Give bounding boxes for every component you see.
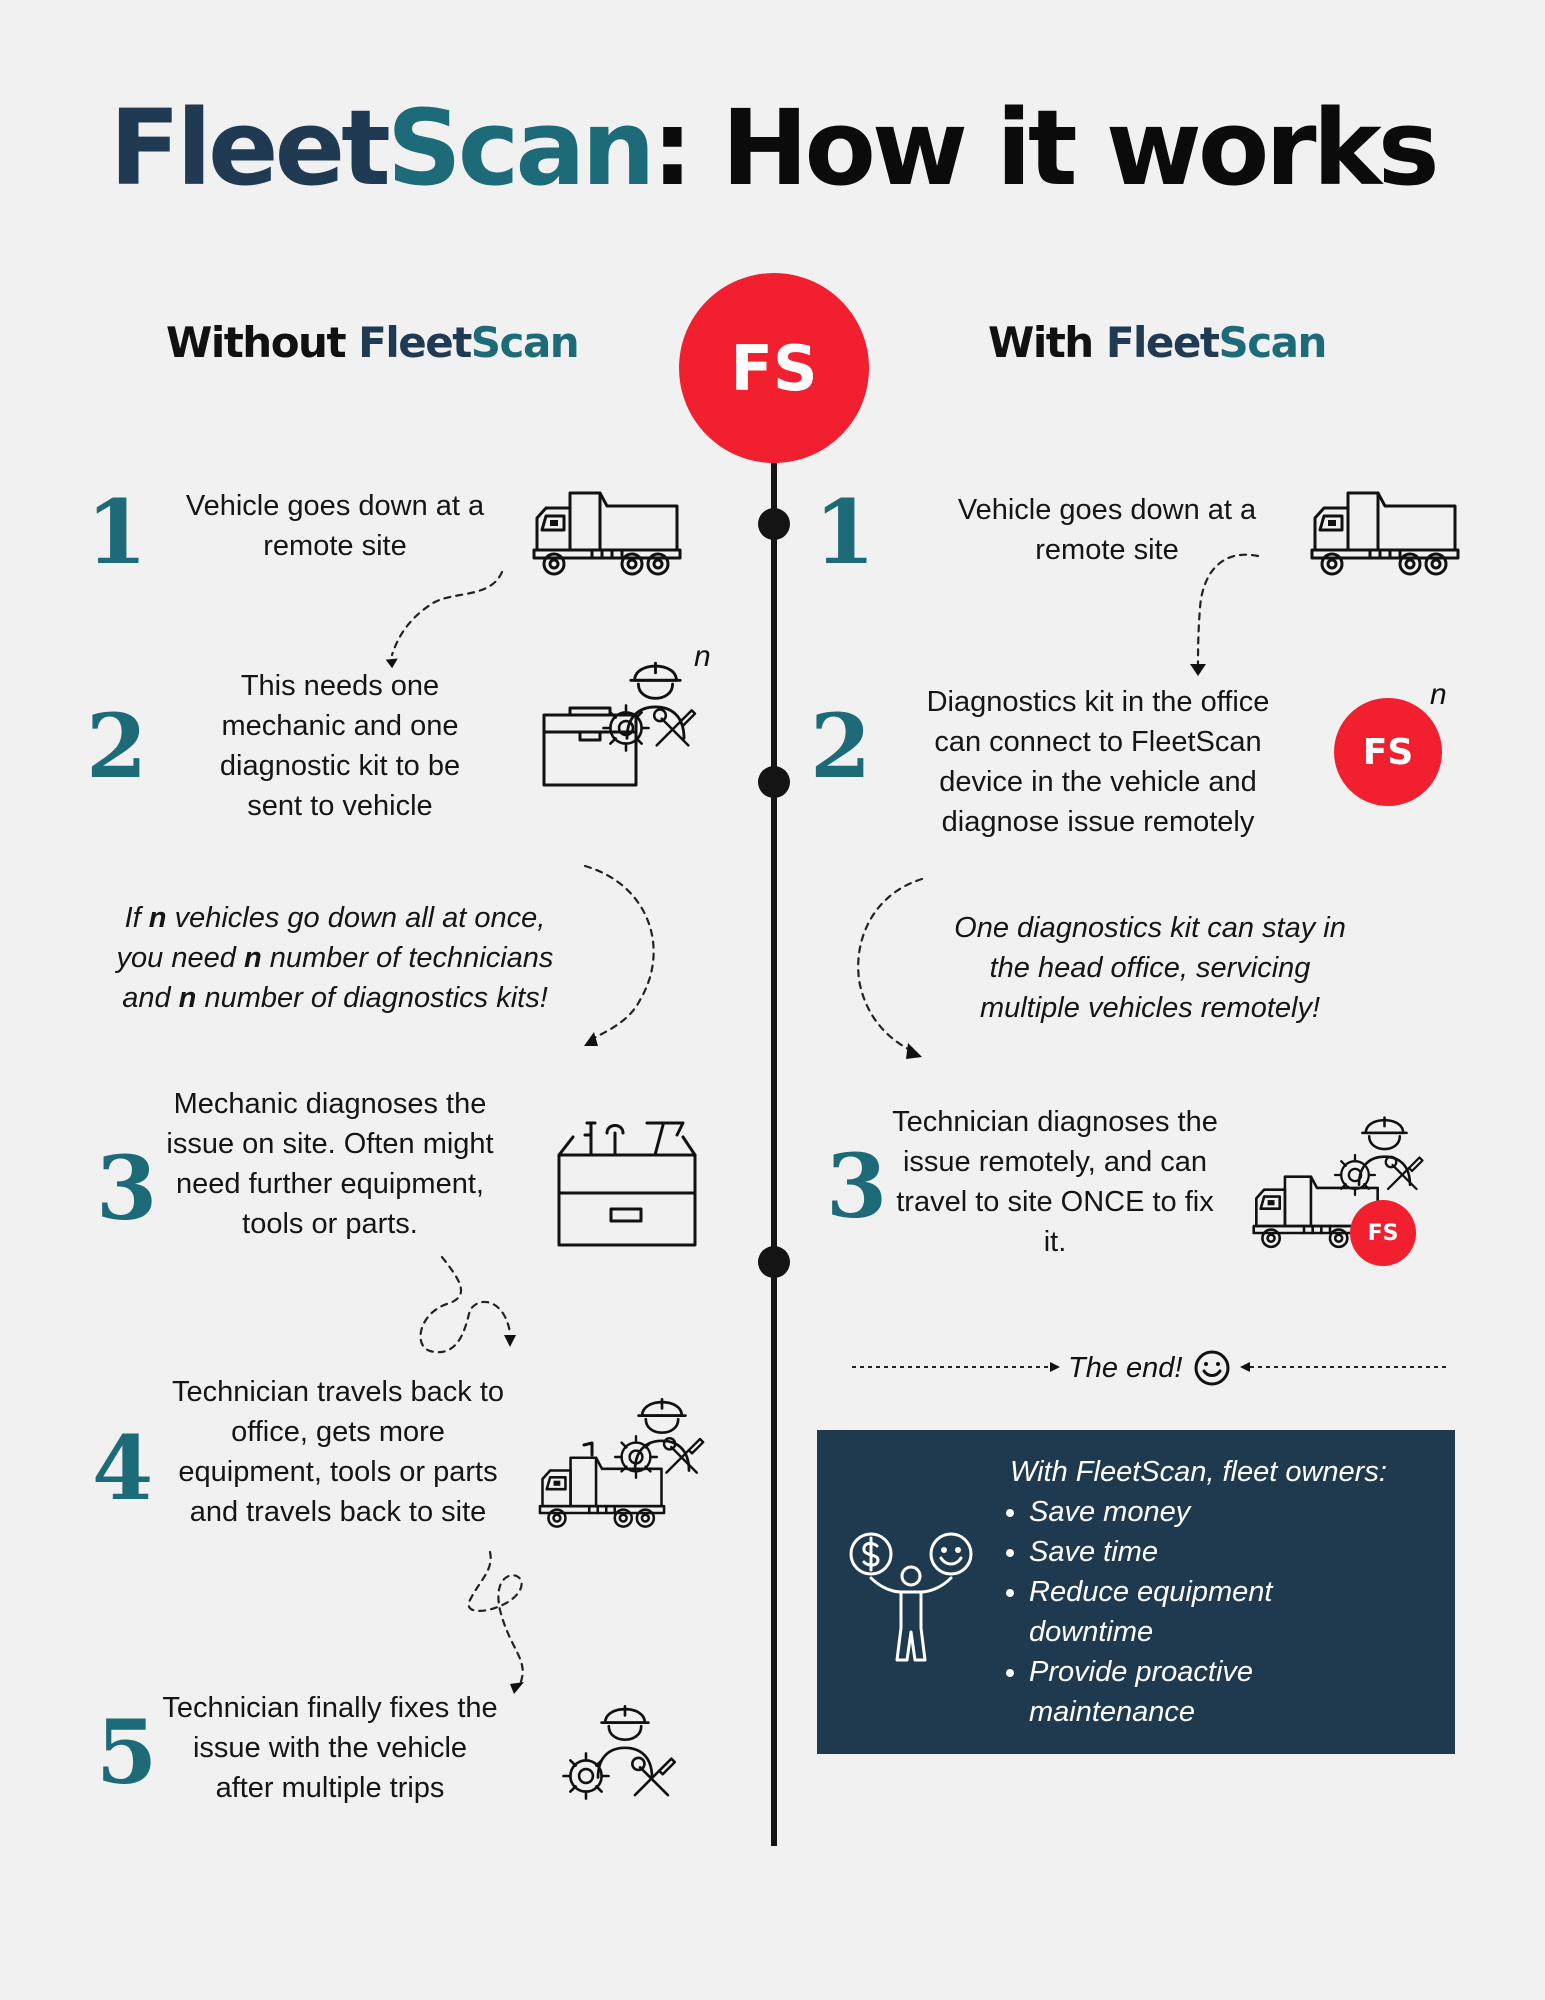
summary-list: Save money Save time Reduce equipment do… bbox=[989, 1492, 1359, 1732]
summary-item: Save money bbox=[1029, 1492, 1359, 1532]
with-header: With FleetScan bbox=[988, 318, 1327, 367]
tow-truck-mechanic-icon bbox=[532, 1385, 717, 1530]
dashed-loop-arrow bbox=[419, 1255, 516, 1354]
step-text: Technician finally fixes the issue with … bbox=[162, 1692, 498, 1804]
fs-badge-icon: FS bbox=[1334, 698, 1442, 806]
step-number: 2 bbox=[810, 694, 872, 798]
step-text: Vehicle goes down at a remote site bbox=[185, 490, 485, 562]
step-number: 3 bbox=[96, 1136, 158, 1240]
without-header-scan: Scan bbox=[470, 318, 580, 367]
step-number: 1 bbox=[86, 480, 148, 584]
mechanic-with-toolbox-icon bbox=[542, 640, 720, 787]
dashed-loop-arrow bbox=[467, 1550, 524, 1694]
page-title: FleetScan: How it works bbox=[0, 96, 1545, 200]
timeline-dot bbox=[758, 766, 790, 798]
note-n: n bbox=[243, 942, 262, 974]
superscript-n: n bbox=[1430, 678, 1447, 711]
step-number: 2 bbox=[86, 694, 148, 798]
step-number: 4 bbox=[92, 1416, 154, 1520]
with-header-scan: Scan bbox=[1218, 318, 1327, 367]
with-header-prefix: With bbox=[988, 318, 1106, 367]
without-header-fleet: Fleet bbox=[358, 318, 472, 367]
summary-box: With FleetScan, fleet owners: Save money… bbox=[817, 1430, 1455, 1754]
note-n: n bbox=[178, 982, 197, 1014]
title-scan: Scan bbox=[386, 87, 656, 209]
summary-item: Reduce equipment downtime bbox=[1029, 1572, 1359, 1652]
step-text: Vehicle goes down at a remote site bbox=[957, 494, 1257, 566]
step-text: Technician travels back to office, gets … bbox=[171, 1376, 505, 1528]
timeline-dot bbox=[758, 1246, 790, 1278]
note-text: number of diagnostics kits! bbox=[196, 982, 548, 1014]
step-text: Diagnostics kit in the office can connec… bbox=[926, 686, 1270, 838]
step-text: This needs one mechanic and one diagnost… bbox=[219, 670, 461, 822]
step-text: Technician diagnoses the issue remotely,… bbox=[892, 1106, 1218, 1258]
step-number: 3 bbox=[826, 1134, 888, 1238]
with-note: One diagnostics kit can stay in the head… bbox=[954, 912, 1346, 1024]
note-text: vehicles go down all at once, bbox=[166, 902, 546, 934]
title-fleet: Fleet bbox=[109, 87, 390, 209]
note-text: number of technicians bbox=[261, 942, 554, 974]
step-text: Mechanic diagnoses the issue on site. Of… bbox=[166, 1088, 494, 1240]
dashed-arrow bbox=[385, 570, 504, 669]
summary-item: Save time bbox=[1029, 1532, 1359, 1572]
timeline-line bbox=[771, 462, 777, 1846]
dashed-arrow bbox=[857, 877, 924, 1059]
happy-person-money-icon bbox=[849, 1532, 973, 1662]
mechanic-icon bbox=[558, 1690, 683, 1815]
without-note: If n vehicles go down all at once, you n… bbox=[100, 898, 570, 1018]
smiley-icon bbox=[1194, 1350, 1230, 1386]
timeline-dot bbox=[758, 508, 790, 540]
note-text: If bbox=[124, 902, 149, 934]
dashed-arrow bbox=[1190, 553, 1260, 676]
step-number: 1 bbox=[814, 480, 876, 584]
dashed-arrow bbox=[583, 864, 655, 1046]
summary-heading: With FleetScan, fleet owners: bbox=[1010, 1456, 1387, 1488]
without-header: Without FleetScan bbox=[166, 318, 580, 367]
fs-logo-badge: FS bbox=[679, 273, 869, 463]
note-n: n bbox=[148, 902, 167, 934]
note-text: you need bbox=[116, 942, 244, 974]
dump-truck-icon bbox=[1310, 478, 1460, 578]
without-header-prefix: Without bbox=[166, 318, 359, 367]
with-header-fleet: Fleet bbox=[1105, 318, 1220, 367]
superscript-n: n bbox=[694, 640, 711, 673]
toolbox-icon bbox=[557, 1121, 697, 1247]
end-divider bbox=[852, 1362, 1448, 1372]
dump-truck-icon bbox=[532, 478, 682, 578]
title-rest: : How it works bbox=[651, 87, 1440, 209]
end-text: The end! bbox=[1068, 1352, 1183, 1384]
step-number: 5 bbox=[96, 1700, 158, 1804]
fs-badge-icon: FS bbox=[1350, 1200, 1416, 1266]
summary-item: Provide proactive maintenance bbox=[1029, 1652, 1359, 1732]
note-text: and bbox=[122, 982, 179, 1014]
